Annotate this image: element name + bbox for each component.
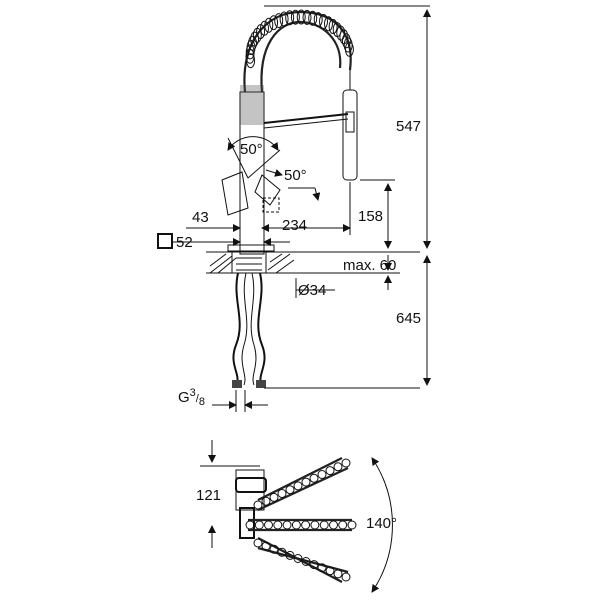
plan-coil-ring xyxy=(341,458,351,468)
plan-coil-ring xyxy=(310,520,320,530)
plan-angle-dimension: 140° xyxy=(366,515,397,532)
plan-coil-ring xyxy=(254,520,264,530)
plan-coil-ring xyxy=(282,520,292,530)
plan-coil-ring xyxy=(329,520,338,530)
plan-coil-ring xyxy=(269,544,279,554)
plan-coil-ring xyxy=(347,520,357,530)
plan-coil-ring xyxy=(309,560,319,570)
coil-ring xyxy=(319,14,328,29)
coil-ring xyxy=(269,15,279,31)
plan-coil-ring xyxy=(301,520,311,530)
angle-arc xyxy=(371,457,393,593)
plan-coil-ring xyxy=(325,566,335,576)
plan-length-dimension: 121 xyxy=(196,487,221,504)
deck-thickness-dimension: max. 60 xyxy=(343,257,396,274)
upper-height-dimension: 547 xyxy=(396,118,421,135)
plan-coil-ring xyxy=(301,477,311,487)
plan-coil-ring xyxy=(317,563,327,573)
lever-handle xyxy=(221,171,249,216)
lever-line-b xyxy=(247,149,281,179)
plan-coil-ring xyxy=(277,489,287,498)
plan-coil-ring xyxy=(273,520,283,530)
supply-hoses xyxy=(232,272,266,388)
coil-ring xyxy=(264,17,274,33)
plan-coil-ring xyxy=(245,520,255,530)
coil-ring xyxy=(285,10,295,26)
plan-coil-ring xyxy=(325,466,335,476)
coil-ring xyxy=(308,10,318,26)
coil-ring xyxy=(328,19,338,34)
square-symbol xyxy=(157,233,173,249)
spray-head xyxy=(342,89,358,181)
swivel-angle-label-b: 50° xyxy=(284,167,307,184)
plan-coil-ring xyxy=(261,496,271,506)
plan-coil-ring xyxy=(285,550,295,560)
coil-ring xyxy=(279,11,289,27)
coil-ring xyxy=(324,16,333,32)
plan-coil-ring xyxy=(338,520,348,530)
coil-ring xyxy=(260,20,269,36)
coil-ring xyxy=(296,9,306,25)
plan-coil-ring xyxy=(333,569,343,579)
plan-coil-ring xyxy=(261,541,271,551)
faucet-base xyxy=(227,244,275,252)
coil-ring xyxy=(344,41,354,57)
plan-spring-arms xyxy=(245,457,357,583)
coil-ring xyxy=(248,35,257,51)
lower-height-dimension: 645 xyxy=(396,310,421,327)
plan-coil-ring xyxy=(309,473,319,483)
thread-dimension: G3/8 xyxy=(178,387,205,408)
plan-coil-ring xyxy=(341,572,351,582)
coil-ring xyxy=(250,31,260,47)
reach-dimension: 234 xyxy=(282,217,307,234)
plan-coil-ring xyxy=(317,470,327,479)
plan-coil-ring xyxy=(253,500,263,510)
spray-arm xyxy=(263,113,349,124)
plan-coil-ring xyxy=(253,538,263,548)
plan-coil-ring xyxy=(319,520,329,530)
plan-coil-ring xyxy=(264,520,273,530)
spring-coil xyxy=(243,9,354,93)
coil-ring xyxy=(302,9,312,25)
plan-view: 121 140° xyxy=(196,440,397,593)
plan-coil-ring xyxy=(301,557,311,566)
plan-coil-ring xyxy=(333,462,343,472)
plan-coil-ring xyxy=(293,481,303,491)
plan-coil-ring xyxy=(269,492,279,502)
plan-coil-ring xyxy=(293,554,303,563)
plan-faucet-body xyxy=(235,469,265,511)
coil-ring xyxy=(290,9,300,25)
elevation-view: 50° 50° 234 43 52 xyxy=(157,5,431,412)
hole-diameter-dimension: Ø34 xyxy=(298,282,326,299)
plan-coil-ring xyxy=(285,485,295,495)
column-grip xyxy=(240,85,264,125)
coil-ring xyxy=(313,12,323,28)
coil-ring xyxy=(274,13,284,29)
mounting-nut xyxy=(231,251,267,274)
spout-height-dimension: 158 xyxy=(358,208,383,225)
deck-hatch xyxy=(209,253,295,274)
coil-ring xyxy=(341,33,351,49)
plan-coil-ring xyxy=(291,520,301,530)
plan-coil-ring xyxy=(277,547,287,557)
swivel-angle-label-a: 50° xyxy=(240,141,263,158)
body-offset-dimension: 43 xyxy=(192,209,209,226)
